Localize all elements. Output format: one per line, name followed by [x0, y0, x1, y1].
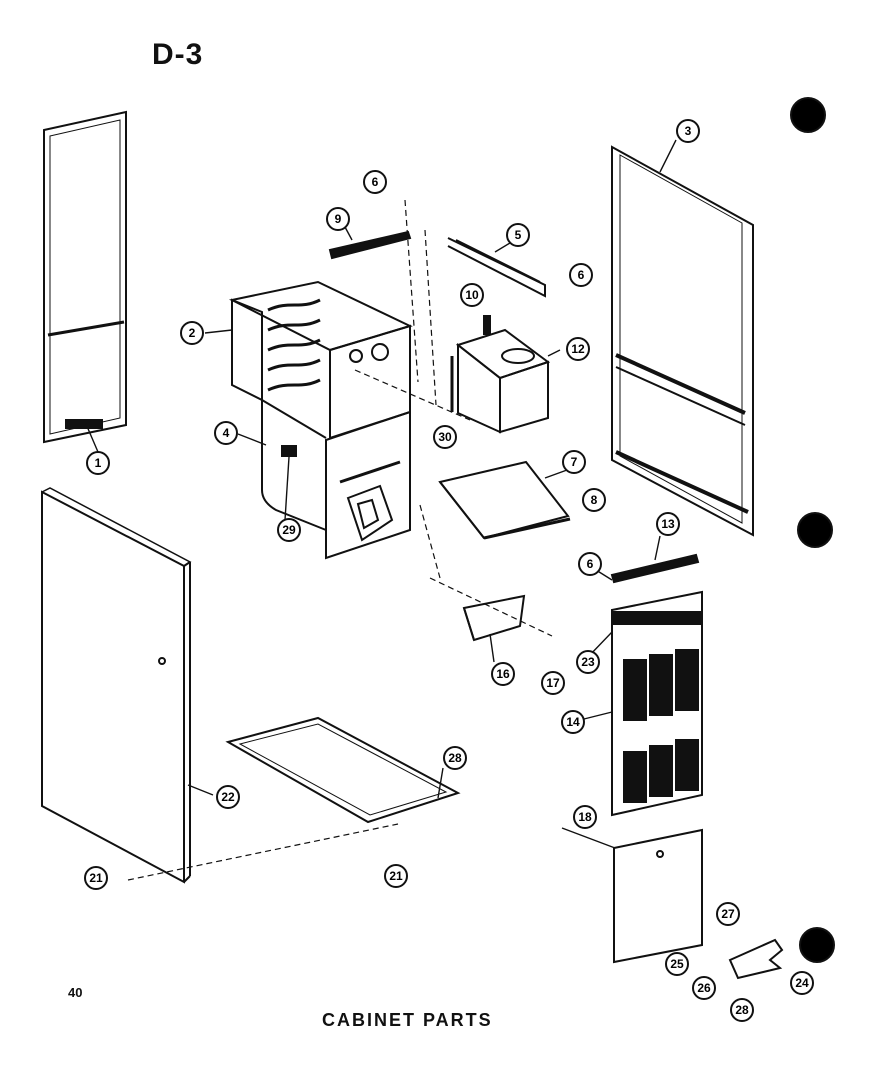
- svg-text:21: 21: [389, 869, 403, 883]
- callout-23: 23: [576, 650, 600, 674]
- callout-6: 6: [578, 552, 602, 576]
- lower-door: [613, 828, 703, 964]
- callout-22: 22: [216, 785, 240, 809]
- callout-4: 4: [214, 421, 238, 445]
- svg-text:13: 13: [661, 517, 675, 531]
- callout-6: 6: [363, 170, 387, 194]
- grille-door: [611, 590, 703, 817]
- callout-21: 21: [384, 864, 408, 888]
- svg-text:3: 3: [685, 124, 692, 138]
- callout-26: 26: [692, 976, 716, 1000]
- bracket-9: [328, 230, 412, 260]
- svg-text:6: 6: [578, 268, 585, 282]
- latch-bracket: [728, 938, 784, 980]
- callout-8: 8: [582, 488, 606, 512]
- rail-13: [610, 553, 700, 584]
- binder-hole-top: [790, 97, 826, 133]
- svg-text:24: 24: [795, 976, 809, 990]
- callout-27: 27: [716, 902, 740, 926]
- svg-text:10: 10: [465, 288, 479, 302]
- svg-text:16: 16: [496, 667, 510, 681]
- side-panel-right: [611, 145, 754, 537]
- svg-text:4: 4: [223, 426, 230, 440]
- svg-text:12: 12: [571, 342, 585, 356]
- callout-18: 18: [573, 805, 597, 829]
- svg-text:27: 27: [721, 907, 735, 921]
- callout-24: 24: [790, 971, 814, 995]
- svg-text:6: 6: [587, 557, 594, 571]
- callout-5: 5: [506, 223, 530, 247]
- svg-text:22: 22: [221, 790, 235, 804]
- heat-exchanger-assembly: [229, 280, 413, 560]
- binder-hole-bottom: [799, 927, 835, 963]
- bracket-5: [447, 237, 546, 298]
- callout-14: 14: [561, 710, 585, 734]
- front-panel: [41, 487, 192, 884]
- callout-30: 30: [433, 425, 457, 449]
- callout-28: 28: [443, 746, 467, 770]
- bottom-tray: [225, 716, 461, 824]
- page-number: 40: [68, 985, 83, 1000]
- svg-text:9: 9: [335, 212, 342, 226]
- svg-text:17: 17: [546, 676, 560, 690]
- side-panel-left: [43, 110, 127, 444]
- svg-text:28: 28: [735, 1003, 749, 1017]
- assembly-lines: [127, 199, 553, 881]
- svg-text:2: 2: [189, 326, 196, 340]
- diagram-caption: CABINET PARTS: [322, 1010, 493, 1030]
- callout-21: 21: [84, 866, 108, 890]
- svg-text:18: 18: [578, 810, 592, 824]
- bracket-16: [462, 594, 526, 642]
- svg-text:29: 29: [282, 523, 296, 537]
- svg-text:6: 6: [372, 175, 379, 189]
- svg-text:21: 21: [89, 871, 103, 885]
- page-id: D-3: [152, 38, 204, 71]
- callout-1: 1: [86, 451, 110, 475]
- callout-9: 9: [326, 207, 350, 231]
- svg-text:1: 1: [95, 456, 102, 470]
- svg-text:5: 5: [515, 228, 522, 242]
- svg-text:25: 25: [670, 957, 684, 971]
- callout-16: 16: [491, 662, 515, 686]
- svg-text:28: 28: [448, 751, 462, 765]
- svg-text:23: 23: [581, 655, 595, 669]
- callout-29: 29: [277, 518, 301, 542]
- svg-text:14: 14: [566, 715, 580, 729]
- svg-text:30: 30: [438, 430, 452, 444]
- callout-12: 12: [566, 337, 590, 361]
- callout-2: 2: [180, 321, 204, 345]
- callout-25: 25: [665, 952, 689, 976]
- spring-10: [483, 315, 491, 335]
- svg-text:26: 26: [697, 981, 711, 995]
- callout-3: 3: [676, 119, 700, 143]
- svg-text:8: 8: [591, 493, 598, 507]
- blower-housing: [450, 328, 551, 434]
- callout-17: 17: [541, 671, 565, 695]
- callout-10: 10: [460, 283, 484, 307]
- callout-6: 6: [569, 263, 593, 287]
- svg-text:7: 7: [571, 455, 578, 469]
- binder-hole-middle: [797, 512, 833, 548]
- callout-7: 7: [562, 450, 586, 474]
- callout-13: 13: [656, 512, 680, 536]
- callouts: 1 2 3 4 5 6 6 6 7 8 9 10 12 13 14 16 17 …: [84, 119, 814, 1022]
- callout-28: 28: [730, 998, 754, 1022]
- shelf: [438, 460, 571, 540]
